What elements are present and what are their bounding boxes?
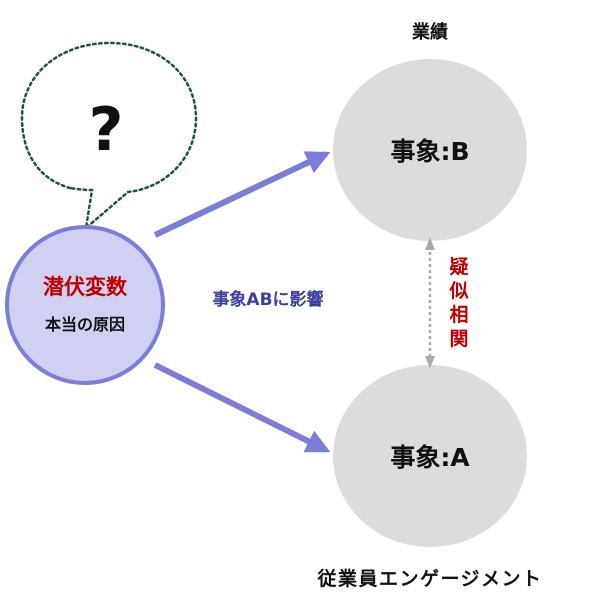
effect-label: 事象ABに影響 (212, 289, 323, 310)
event-b-node (333, 59, 527, 241)
correlation-char-4: 関 (449, 328, 468, 350)
correlation-char-3: 相 (449, 304, 468, 326)
event-a-caption: 従業員エンゲージメント (316, 567, 542, 590)
event-a-label: 事象:A (390, 443, 470, 472)
event-b-caption: 業績 (411, 21, 448, 43)
latent-variable-node (5, 225, 165, 385)
arrow-to-event-b (153, 151, 331, 238)
latent-variable-title: 潜伏変数 (43, 275, 128, 299)
event-a-node (333, 365, 527, 547)
spurious-correlation-label: 疑 似 相 関 (448, 256, 468, 350)
latent-variable-subtitle: 本当の原因 (45, 315, 125, 334)
arrow-to-event-a (153, 362, 331, 453)
correlation-char-2: 似 (448, 280, 468, 302)
question-mark: ? (89, 95, 124, 165)
correlation-char-1: 疑 (449, 256, 468, 278)
event-b-label: 事象:B (390, 137, 469, 166)
